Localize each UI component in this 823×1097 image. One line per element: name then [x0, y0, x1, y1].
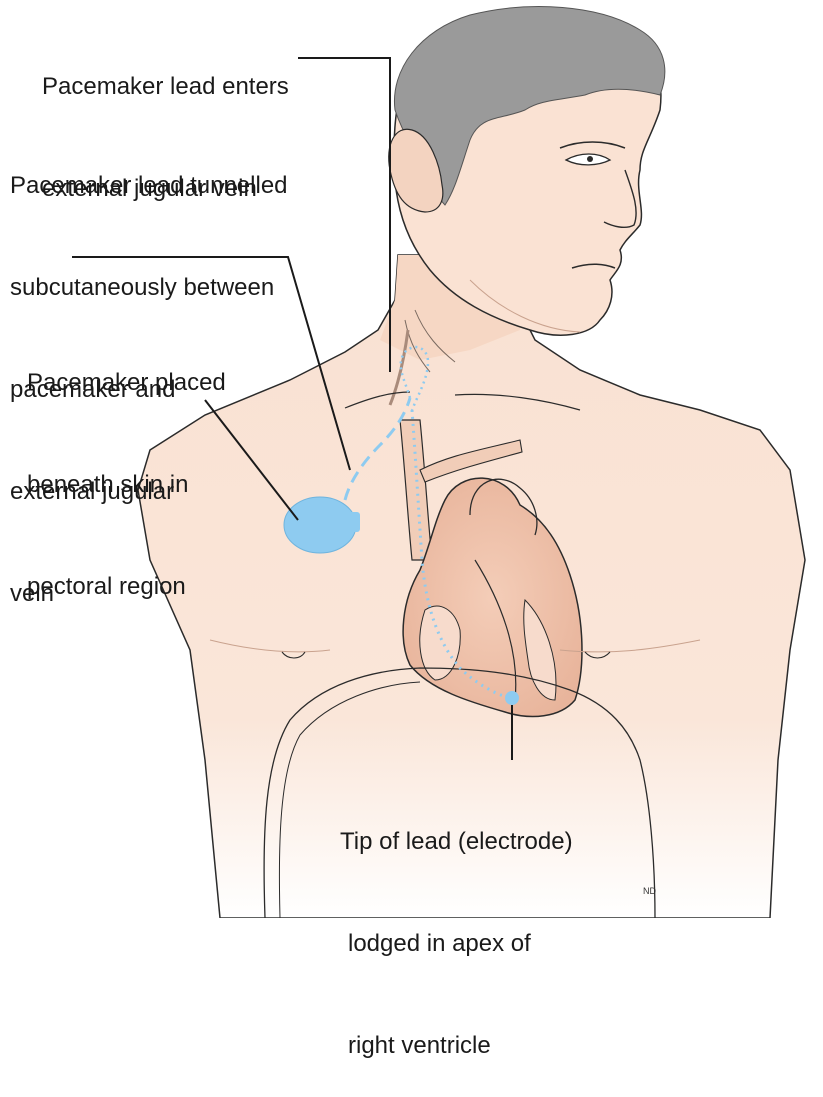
leader-line-tunnel [72, 256, 351, 471]
external-jugular-vein [388, 329, 410, 406]
label-line: Pacemaker placed [27, 369, 226, 396]
nose [603, 169, 637, 229]
right-clavicle [454, 393, 581, 411]
rib-outline-inner [278, 681, 421, 918]
chest-contour [209, 639, 331, 653]
electrode-dot-icon [505, 691, 519, 705]
pacemaker-device-icon [283, 496, 360, 554]
pupil [587, 156, 593, 162]
chest-contour [559, 639, 701, 653]
mouth [571, 263, 616, 269]
label-line: external jugular vein [42, 175, 257, 202]
label-line: pacemaker and [10, 376, 176, 403]
pacemaker-lead-tunnel [343, 397, 412, 501]
left-clavicle [344, 391, 411, 409]
label-line: external jugular [10, 478, 175, 505]
label-tunnel: Pacemaker lead tunnelled subcutaneously … [10, 101, 288, 645]
label-line: subcutaneously between [10, 274, 275, 301]
label-line: vein [10, 580, 55, 607]
label-line: Pacemaker lead enters [42, 73, 289, 100]
label-line: Tip of lead (electrode) [340, 828, 573, 855]
rib-outline [263, 667, 656, 918]
label-line: Pacemaker lead tunnelled [10, 172, 288, 199]
right-nipple [584, 651, 611, 659]
aortic-arch [469, 478, 538, 536]
label-line: pectoral region [27, 573, 186, 600]
ventricle-division [474, 559, 517, 701]
artist-signature: ND [643, 886, 656, 896]
subclavian-vessel [419, 439, 523, 483]
label-line: lodged in apex of [348, 930, 531, 957]
neck-muscle-line [404, 319, 431, 373]
pacemaker-diagram [72, 6, 806, 918]
label-line: beneath skin in [27, 471, 189, 498]
jaw-line [469, 279, 581, 333]
label-jugular-entry: Pacemaker lead enters external jugular v… [42, 2, 289, 240]
label-tip: Tip of lead (electrode) lodged in apex o… [340, 757, 573, 1097]
leader-line-pacemaker [204, 399, 299, 521]
label-line: right ventricle [348, 1032, 491, 1059]
pacemaker-lead-intravascular [410, 409, 511, 700]
label-pacemaker: Pacemaker placed beneath skin in pectora… [27, 298, 226, 638]
atrium-chamber [419, 605, 461, 681]
left-nipple [281, 651, 306, 659]
right-ventricle-chamber [523, 598, 557, 701]
eyebrow [559, 141, 626, 149]
leader-line-jugular [298, 57, 391, 372]
neck-muscle-line [414, 309, 456, 363]
